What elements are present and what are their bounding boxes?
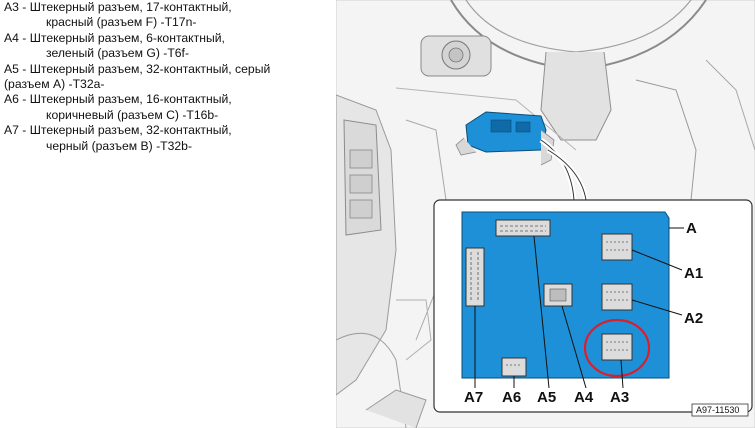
connector-a3 [601, 333, 633, 361]
connector-a2 [601, 283, 633, 311]
label-a2: A2 [684, 310, 703, 327]
module-enlarged [461, 211, 670, 379]
dashboard-illustration: A A1 A2 A3 A4 A5 A6 A7 A97-11530 [336, 0, 755, 428]
module-in-situ [455, 111, 555, 166]
legend-a7-line1: А7 - Штекерный разъем, 32-контактный, [4, 123, 232, 138]
legend-a3-line1: А3 - Штекерный разъем, 17-контактный, [4, 0, 232, 14]
legend-item-a3: А3 - Штекерный разъем, 17-контактный, кр… [4, 0, 334, 31]
connector-a6 [501, 357, 527, 377]
legend-item-a7: А7 - Штекерный разъем, 32-контактный, че… [4, 123, 334, 154]
label-a4: A4 [574, 389, 594, 406]
connector-a7 [465, 247, 485, 307]
highlight-a3 [583, 318, 651, 378]
legend-a3-line2: красный (разъем F) -T17n- [46, 15, 197, 30]
figure-code: A97-11530 [696, 405, 739, 415]
legend-a4-line2: зеленый (разъем G) -T6f- [46, 46, 190, 61]
legend-item-a6: А6 - Штекерный разъем, 16-контактный, ко… [4, 92, 334, 123]
label-a3: A3 [610, 389, 629, 406]
legend-a6-line2: коричневый (разъем С) -T16b- [46, 107, 219, 122]
legend-a6-line1: А6 - Штекерный разъем, 16-контактный, [4, 92, 232, 107]
legend-a7-line2: черный (разъем В) -T32b- [46, 138, 193, 153]
label-a6: A6 [502, 389, 521, 406]
legend-a5-line2: (разъем А) -T32a- [4, 77, 105, 92]
connector-a1 [601, 233, 633, 261]
legend-a4-line1: А4 - Штекерный разъем, 6-контактный, [4, 30, 225, 45]
label-a: A [686, 220, 697, 237]
connector-a5 [495, 219, 551, 237]
legend-item-a4: А4 - Штекерный разъем, 6-контактный, зел… [4, 31, 334, 62]
label-a5: A5 [537, 389, 556, 406]
label-a7: A7 [464, 389, 483, 406]
leader-lines [474, 227, 684, 389]
legend-item-a5: А5 - Штекерный разъем, 32-контактный, се… [4, 62, 334, 93]
connector-legend: А3 - Штекерный разъем, 17-контактный, кр… [4, 0, 334, 154]
legend-a5-line1: А5 - Штекерный разъем, 32-контактный, се… [4, 61, 271, 76]
label-a1: A1 [684, 265, 703, 282]
